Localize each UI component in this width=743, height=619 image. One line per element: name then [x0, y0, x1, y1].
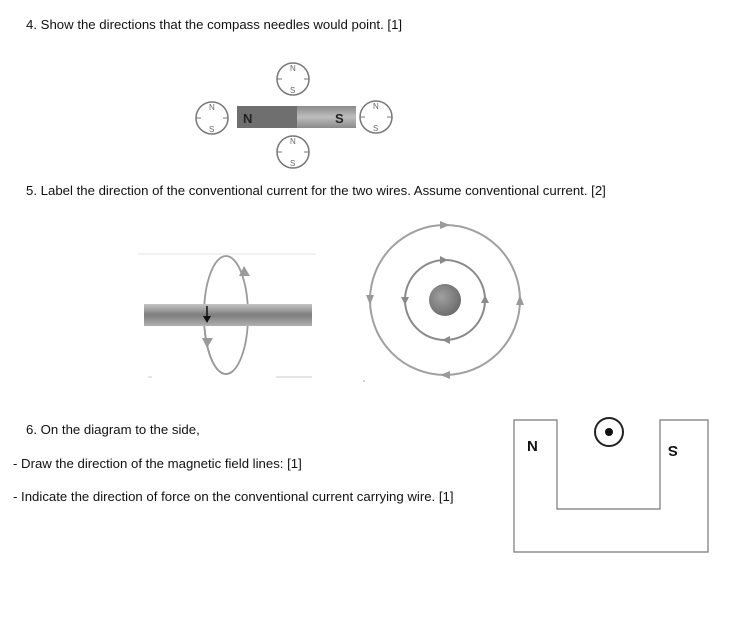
compass-top-n: N: [290, 64, 296, 73]
question-5-text: 5. Label the direction of the convention…: [26, 183, 606, 198]
question-6-part-b: - Indicate the direction of force on the…: [13, 489, 454, 504]
compass-top[interactable]: N S: [276, 62, 310, 96]
question-4-text: 4. Show the directions that the compass …: [26, 17, 403, 32]
compass-left-n: N: [209, 103, 215, 112]
compass-left[interactable]: N S: [195, 101, 229, 135]
wire-cross-section: [429, 284, 461, 316]
compass-bottom[interactable]: N S: [276, 135, 310, 169]
compass-right-s: S: [373, 124, 378, 133]
bar-magnet-north-label: N: [243, 111, 252, 126]
compass-right[interactable]: N S: [359, 100, 393, 134]
bar-magnet: N S: [237, 106, 356, 128]
horseshoe-magnet: [513, 419, 709, 553]
horseshoe-south-label: S: [668, 442, 678, 459]
compass-bottom-s: S: [290, 159, 295, 168]
compass-bottom-n: N: [290, 137, 296, 146]
wire-cross-section-figure: [363, 221, 524, 382]
current-arrow-down: [203, 316, 211, 323]
bar-magnet-south-half: [297, 106, 356, 128]
bar-magnet-south-label: S: [335, 111, 344, 126]
compass-right-n: N: [373, 102, 379, 111]
question-6-part-a: - Draw the direction of the magnetic fie…: [13, 456, 302, 471]
current-dot-icon: [605, 428, 613, 436]
straight-wire-figure: [138, 253, 316, 378]
horseshoe-magnet-figure: N S: [513, 417, 709, 553]
field-arrow-lower: [202, 338, 213, 348]
bar-magnet-north-half: [237, 106, 297, 128]
compass-left-s: S: [209, 125, 214, 134]
question-6-text: 6. On the diagram to the side,: [26, 422, 200, 437]
horizontal-wire: [144, 304, 312, 326]
field-arrow-upper: [239, 266, 250, 276]
horseshoe-north-label: N: [527, 438, 538, 455]
compass-top-s: S: [290, 86, 295, 95]
